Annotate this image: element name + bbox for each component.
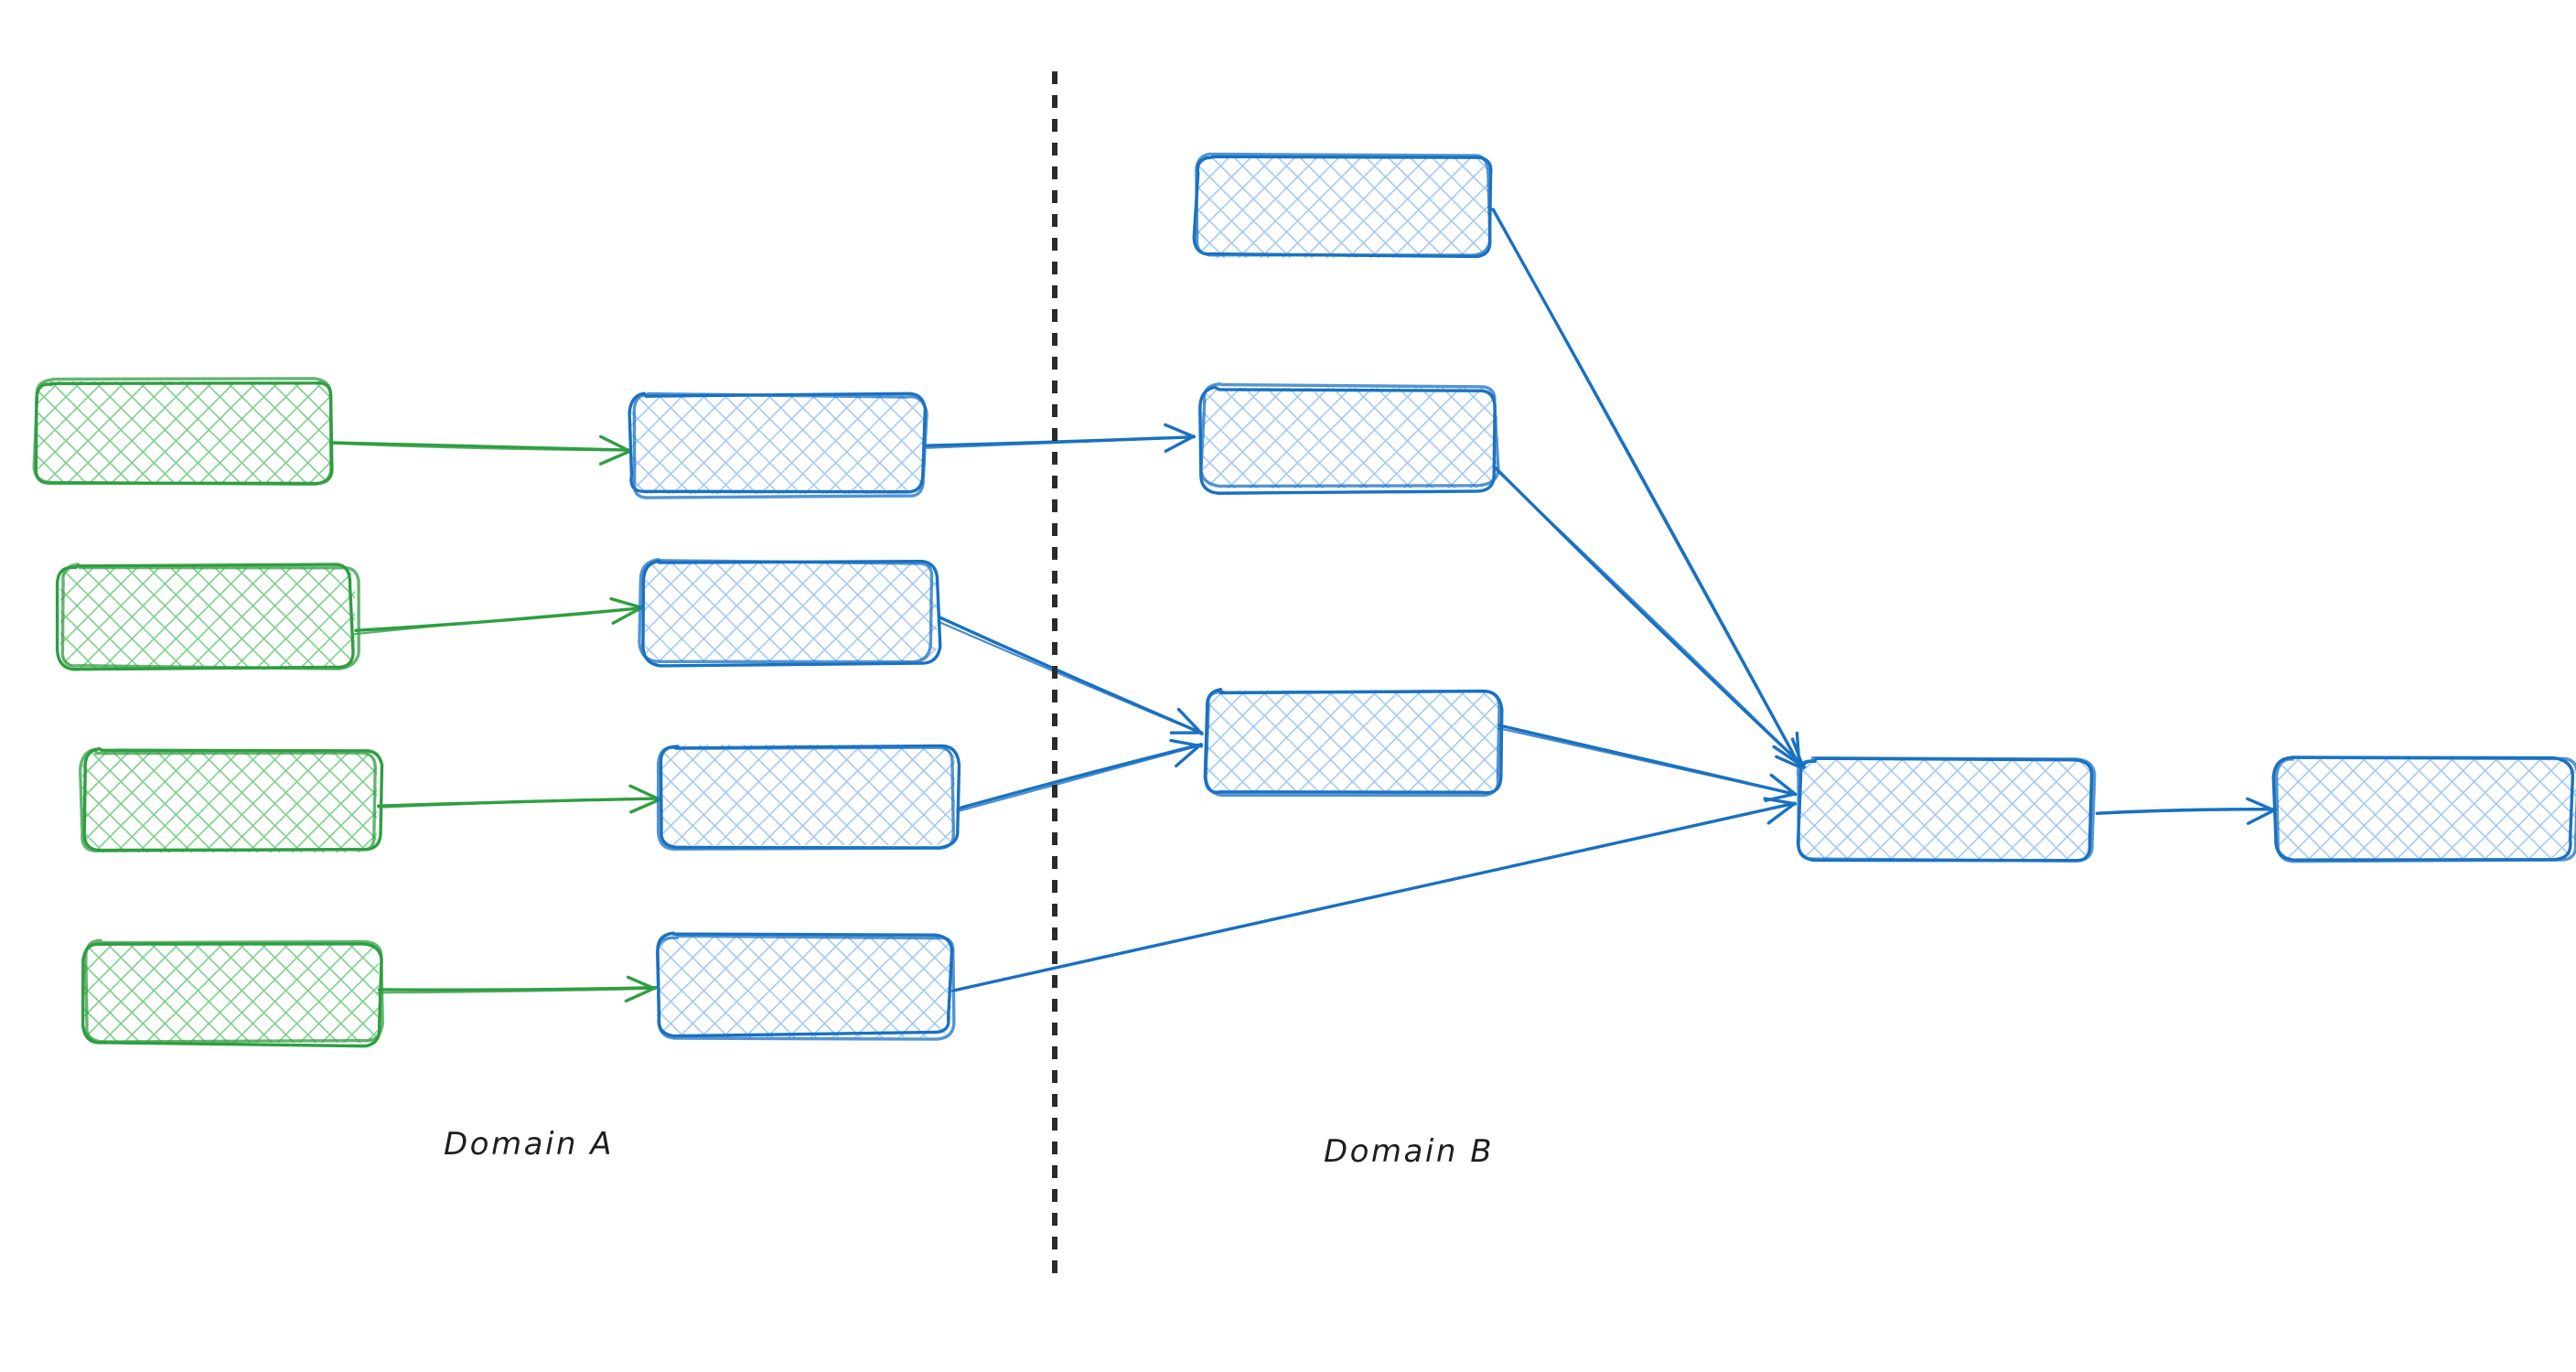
node-a2[interactable]	[55, 563, 360, 671]
edge-shaft	[377, 986, 658, 991]
node-outline	[641, 559, 942, 668]
edge-shaft	[2097, 808, 2277, 815]
edge-shaft	[951, 802, 1797, 992]
node-b1[interactable]	[628, 391, 928, 499]
edges-layer	[330, 208, 2278, 1003]
edge-shaft	[1495, 468, 1807, 769]
node-outline	[1198, 385, 1497, 495]
node-fill	[1206, 691, 1500, 791]
edge-arrowhead	[1766, 802, 1796, 825]
edge-shaft	[1497, 727, 1797, 796]
edge-b3-c3[interactable]	[956, 738, 1203, 813]
node-d1[interactable]	[1796, 756, 2097, 863]
edge-a2-b2[interactable]	[353, 596, 643, 636]
edge-c2-d1[interactable]	[1494, 466, 1807, 770]
edge-shaft	[937, 620, 1203, 735]
edge-shaft	[377, 987, 655, 994]
edge-b2-c3[interactable]	[937, 616, 1204, 735]
edge-arrowhead	[1164, 434, 1196, 453]
edge-a3-b3[interactable]	[376, 784, 660, 814]
node-outline	[1195, 152, 1492, 257]
node-outline	[638, 557, 934, 664]
node-b3[interactable]	[656, 744, 961, 851]
edge-c1-d1[interactable]	[1491, 208, 1801, 767]
edge-b4-d1[interactable]	[950, 797, 1798, 992]
node-fill	[1203, 388, 1497, 488]
edge-arrowhead	[1164, 423, 1197, 439]
edge-arrowhead	[1769, 773, 1798, 796]
node-outline	[84, 938, 384, 1044]
node-a3[interactable]	[78, 746, 384, 852]
node-a1[interactable]	[32, 377, 334, 487]
node-e1[interactable]	[2271, 756, 2576, 863]
node-fill	[84, 942, 379, 1043]
edge-arrowhead	[628, 784, 660, 801]
edge-shaft	[353, 606, 643, 636]
node-outline	[32, 377, 333, 487]
node-fill	[82, 752, 377, 852]
edge-shaft	[938, 616, 1204, 735]
edge-b1-c2[interactable]	[925, 423, 1197, 453]
node-b4[interactable]	[655, 931, 956, 1041]
node-outline	[78, 747, 377, 852]
node-outline	[655, 934, 956, 1041]
edge-arrowhead	[599, 434, 630, 453]
edge-arrowhead	[626, 975, 657, 991]
node-c1[interactable]	[1192, 152, 1493, 259]
node-outline	[656, 745, 956, 851]
node-fill	[1196, 157, 1490, 258]
node-fill	[660, 745, 955, 845]
labels-layer: Domain A Domain B	[444, 1126, 1494, 1170]
edge-shaft	[378, 797, 660, 809]
edge-arrowhead	[1176, 707, 1204, 735]
edge-a1-b1[interactable]	[330, 434, 632, 466]
label-domain-b: Domain B	[1324, 1133, 1494, 1170]
node-outline	[1204, 689, 1501, 798]
edge-shaft	[926, 435, 1196, 449]
edge-d1-e1[interactable]	[2095, 797, 2278, 825]
node-fill	[38, 381, 332, 482]
edge-arrowhead	[609, 596, 643, 609]
node-fill	[631, 393, 926, 494]
label-domain-a: Domain A	[444, 1126, 614, 1163]
node-c2[interactable]	[1198, 382, 1500, 495]
edge-arrowhead	[1169, 738, 1203, 748]
edge-arrowhead	[2246, 808, 2276, 825]
edge-shaft	[956, 744, 1202, 813]
edge-arrowhead	[2246, 797, 2277, 813]
node-fill	[2278, 759, 2576, 860]
node-fill	[642, 561, 937, 661]
node-fill	[1798, 759, 2092, 860]
edge-arrowhead	[1764, 792, 1797, 802]
edge-arrowhead	[629, 799, 660, 814]
edge-shaft	[1492, 208, 1800, 766]
node-outline	[1796, 756, 2097, 863]
node-c3[interactable]	[1203, 688, 1504, 798]
edge-arrowhead	[598, 449, 632, 466]
edge-a4-b4[interactable]	[377, 975, 658, 1003]
edge-arrowhead	[1175, 743, 1203, 768]
node-outline	[632, 391, 928, 499]
node-outline	[1199, 382, 1500, 488]
node-outline	[60, 563, 360, 670]
node-a4[interactable]	[80, 938, 384, 1048]
edge-shaft	[331, 442, 629, 452]
edge-arrowhead	[611, 606, 641, 625]
node-fill	[657, 937, 951, 1037]
edge-arrowhead	[1772, 745, 1801, 766]
edge-shaft	[330, 441, 630, 452]
node-fill	[60, 567, 355, 668]
node-b2[interactable]	[638, 557, 942, 668]
edge-shaft	[956, 743, 1203, 810]
edge-arrowhead	[624, 986, 658, 1003]
edge-c3-d1[interactable]	[1497, 724, 1798, 802]
nodes-layer	[32, 152, 2576, 1048]
